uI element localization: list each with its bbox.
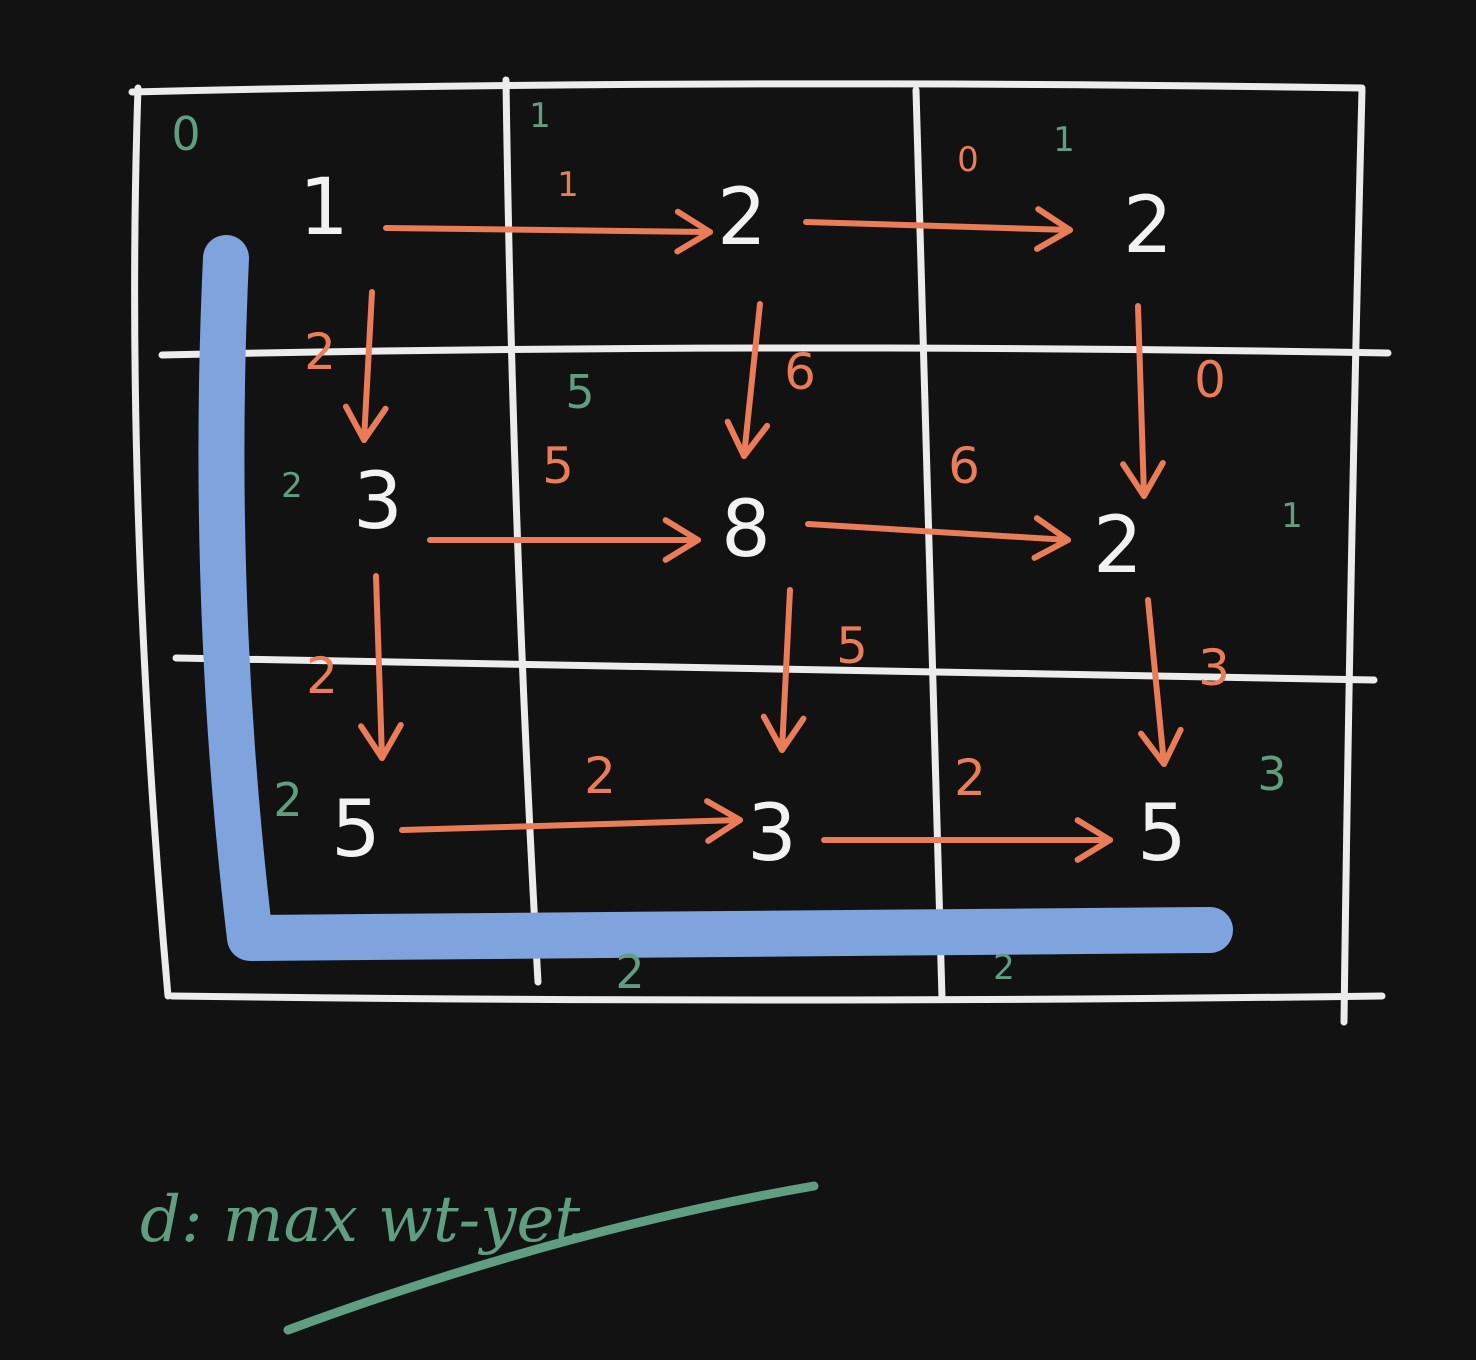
weight-r0c2-r1c2: 0 bbox=[1194, 351, 1226, 409]
weight-r2c1-r2c2: 2 bbox=[954, 749, 986, 807]
edge-down-5 bbox=[1138, 597, 1184, 767]
edge-right-5 bbox=[821, 817, 1113, 863]
note-text: d: max wt-yet bbox=[140, 1183, 580, 1257]
edge-right-0 bbox=[383, 208, 713, 255]
annotation-left-r2: 2 bbox=[273, 773, 302, 827]
annotation-top-c1: 1 bbox=[529, 96, 551, 136]
annotation-top-c2: 1 bbox=[1053, 120, 1075, 160]
edge-down-2 bbox=[1120, 303, 1166, 499]
grid-line-top bbox=[128, 80, 1366, 96]
annotation-right-r2: 3 bbox=[1257, 747, 1286, 801]
weight-r0c1-r0c2: 0 bbox=[957, 140, 979, 180]
note-group: d: max wt-yet bbox=[140, 1181, 819, 1335]
grid-line-bottom bbox=[168, 992, 1386, 1004]
node-r0c1: 2 bbox=[717, 173, 767, 263]
weight-r1c0-r1c1: 5 bbox=[542, 437, 574, 495]
edge-down-3 bbox=[358, 573, 404, 761]
edge-down-4 bbox=[760, 587, 807, 753]
weight-r0c0-r1c0: 2 bbox=[304, 323, 336, 381]
edge-right-4 bbox=[399, 798, 743, 844]
node-r1c0: 3 bbox=[353, 457, 403, 547]
weight-r1c1-r1c2: 6 bbox=[948, 437, 980, 495]
nodes-layer: 1 2 2 3 8 2 5 3 5 bbox=[299, 163, 1187, 879]
highlight-path bbox=[198, 235, 1233, 961]
weight-r0c0-r0c1: 1 bbox=[557, 165, 579, 205]
annotation-right-r1: 1 bbox=[1281, 496, 1303, 536]
annotation-bottom-c2: 2 bbox=[993, 948, 1015, 988]
node-r2c0: 5 bbox=[331, 785, 381, 875]
annotation-top-left: 0 bbox=[171, 107, 200, 161]
green-annotations: 0 1 1 2 2 5 1 3 2 2 bbox=[171, 96, 1302, 999]
edge-down-0 bbox=[342, 289, 389, 443]
weight-r2c0-r2c1: 2 bbox=[584, 747, 616, 805]
node-r1c1: 8 bbox=[721, 485, 771, 575]
node-r0c0: 1 bbox=[299, 163, 349, 253]
annotation-bottom-c1: 2 bbox=[615, 945, 644, 999]
edge-weights: 1 0 5 6 2 2 2 6 0 2 5 3 bbox=[304, 140, 1230, 807]
node-r0c2: 2 bbox=[1123, 181, 1173, 271]
grid-line-row1 bbox=[158, 344, 1392, 359]
annotation-mid-c1: 5 bbox=[565, 365, 594, 419]
edge-right-2 bbox=[427, 517, 701, 563]
grid-line-col1 bbox=[502, 76, 542, 986]
edge-right-3 bbox=[805, 515, 1071, 561]
node-r2c1: 3 bbox=[747, 789, 797, 879]
grid-line-col0 bbox=[131, 84, 172, 1000]
weight-r1c0-r2c0: 2 bbox=[306, 647, 338, 705]
node-r2c2: 5 bbox=[1137, 789, 1187, 879]
weight-r1c1-r2c1: 5 bbox=[836, 617, 868, 675]
edge-right-1 bbox=[803, 206, 1073, 252]
edge-down-1 bbox=[724, 301, 771, 459]
grid-line-col3 bbox=[1340, 86, 1366, 1026]
note-underline bbox=[283, 1181, 819, 1335]
edges-layer bbox=[342, 206, 1184, 863]
annotation-left-r1: 2 bbox=[281, 466, 303, 506]
weight-r1c2-r2c2: 3 bbox=[1198, 639, 1230, 697]
grid-line-row2 bbox=[172, 654, 1378, 684]
node-r1c2: 2 bbox=[1093, 501, 1143, 591]
weight-r0c1-r1c1: 6 bbox=[784, 343, 816, 401]
